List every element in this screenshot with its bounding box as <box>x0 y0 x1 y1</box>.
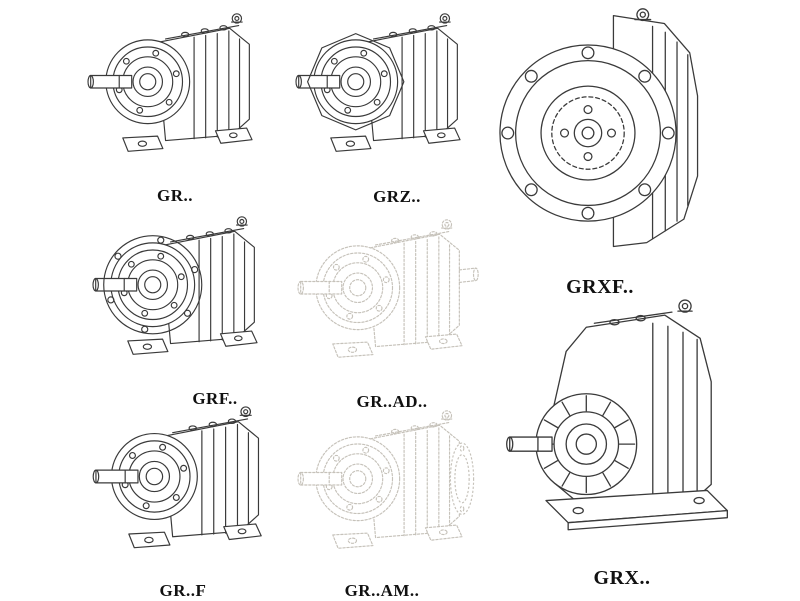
figure-label-gr-ad: GR..AD.. <box>356 392 428 411</box>
gearbox-drawing-gr-am <box>290 400 495 578</box>
gearbox-drawing-grf <box>85 203 290 387</box>
figure-label-gr-am: GR..AM.. <box>344 581 420 600</box>
figure-label-gr-f: GR..F <box>159 581 207 600</box>
gearbox-drawing-grx <box>492 293 737 563</box>
figure-label-grx: GRX.. <box>593 567 651 589</box>
gearbox-drawing-gr-ad <box>290 207 495 389</box>
figure-label-grxf: GRXF.. <box>566 276 634 298</box>
gearbox-drawing-gr <box>80 0 285 184</box>
figure-label-gr: GR.. <box>157 186 193 205</box>
gearbox-drawing-grxf <box>498 0 723 270</box>
gearbox-drawing-grz <box>288 0 493 184</box>
figure-label-grf: GRF.. <box>192 389 238 408</box>
gearbox-drawing-gr-f <box>85 396 295 578</box>
figure-label-grz: GRZ.. <box>373 187 421 206</box>
